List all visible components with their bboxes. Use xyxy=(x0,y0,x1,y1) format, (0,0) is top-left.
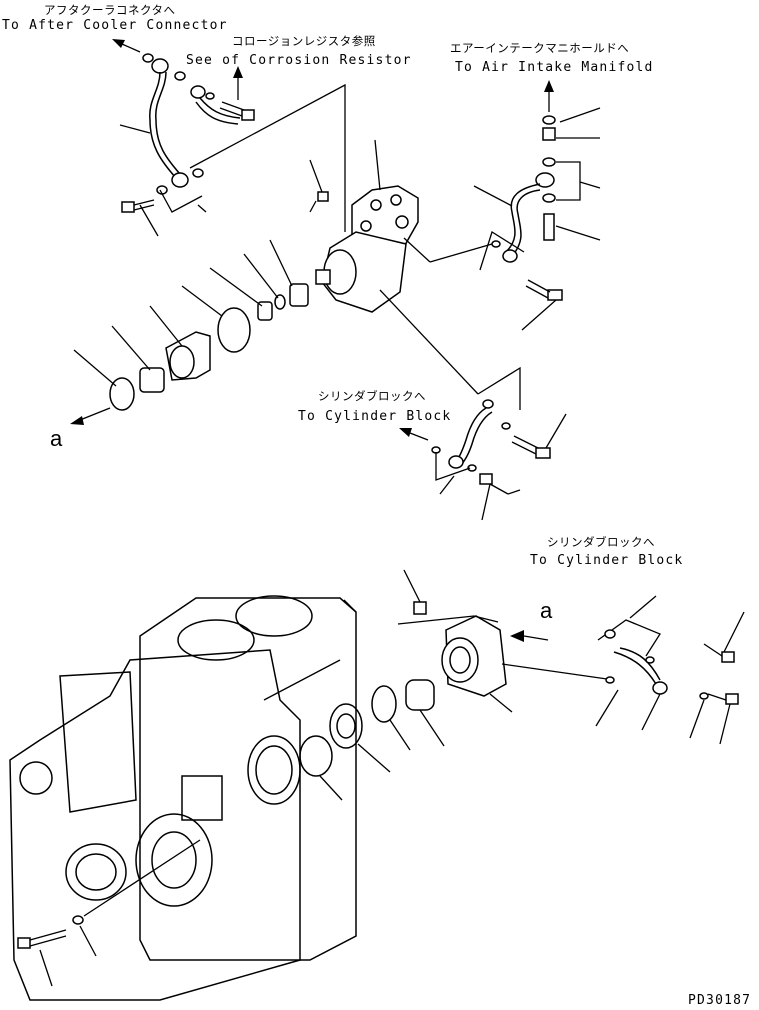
washer xyxy=(192,168,204,178)
air-intake-tube-assembly xyxy=(403,107,601,331)
intake-tube xyxy=(505,183,541,253)
arrow-to-corrosion xyxy=(233,66,243,100)
corrosion-tube xyxy=(199,97,241,119)
arrow-to-intake xyxy=(544,80,554,112)
aftercooler-label-en: To After Cooler Connector xyxy=(2,18,228,33)
joint-bolt xyxy=(543,213,555,241)
cylinder-block-label-1-en: To Cylinder Block xyxy=(298,409,451,424)
snap-ring xyxy=(109,377,135,411)
arrow-to-aftercooler xyxy=(112,39,141,53)
o-ring xyxy=(217,307,251,353)
bushing xyxy=(405,679,435,711)
compressor-shaft xyxy=(315,269,331,285)
tube-fitting-lower xyxy=(171,172,189,188)
intake-label-jp: エアーインテークマニホールドへ xyxy=(450,41,629,55)
bolt-head xyxy=(721,651,735,663)
cylinder-bore xyxy=(177,619,255,661)
tube-fitting-upper xyxy=(151,58,169,74)
intake-label-en: To Air Intake Manifold xyxy=(455,60,654,75)
cylinder-tube-2 xyxy=(619,647,661,681)
corrosion-label-jp: コロージョンレジスタ参照 xyxy=(232,34,376,48)
reference-a-upper: a xyxy=(50,426,63,451)
drive-bore xyxy=(247,735,301,805)
lower-drive-assembly xyxy=(299,569,745,801)
bolt-head xyxy=(241,109,255,121)
arrow-to-cylinder-1 xyxy=(399,428,429,441)
drive-gear xyxy=(289,283,309,307)
bolt-head xyxy=(121,201,135,213)
bolt-head xyxy=(479,473,493,485)
air-compressor xyxy=(309,139,419,313)
gasket-washer xyxy=(142,53,154,63)
cylinder-block-label-1-jp: シリンダブロックへ xyxy=(318,389,426,403)
adapter xyxy=(542,127,556,141)
cylinder-block-label-2-en: To Cylinder Block xyxy=(530,553,683,568)
aftercooler-label-jp: アフタクーラコネクタへ xyxy=(44,3,176,17)
arrow-lower-a xyxy=(510,630,549,642)
bolt-head xyxy=(547,289,563,301)
bolt-head xyxy=(535,447,551,459)
compressor-drive-parts xyxy=(73,239,309,411)
bolt-head xyxy=(317,191,329,202)
coupling xyxy=(139,367,165,393)
tube-fitting xyxy=(535,172,555,188)
cylinder-tube-1 xyxy=(453,407,487,465)
cylinder-block-label-2-jp: シリンダブロックへ xyxy=(547,535,655,549)
cylinder-tube-assembly-upper xyxy=(379,289,567,521)
snap-ring xyxy=(371,685,397,723)
aftercooler-tube xyxy=(149,71,177,179)
reference-a-lower: a xyxy=(540,598,553,623)
nut xyxy=(257,301,273,321)
o-ring xyxy=(299,735,333,777)
washer xyxy=(174,71,186,81)
seal-ring xyxy=(65,843,127,901)
bolt-head xyxy=(725,693,739,705)
bolt-head xyxy=(413,601,427,615)
cover-plate xyxy=(59,671,137,813)
block-outline xyxy=(139,597,357,961)
cylinder-bore xyxy=(235,595,313,637)
drawing-number: PD30187 xyxy=(688,993,751,1008)
bolt-head xyxy=(17,937,31,949)
cylinder-block xyxy=(9,595,357,1001)
crank-pulley xyxy=(135,813,213,907)
corrosion-label-en: See of Corrosion Resistor xyxy=(186,53,412,68)
gear-case xyxy=(9,649,301,1001)
corrosion-tube-assembly xyxy=(189,83,346,232)
arrow-to-reference-a xyxy=(70,407,111,425)
washer xyxy=(274,294,286,310)
aftercooler-tube-assembly xyxy=(119,53,207,237)
